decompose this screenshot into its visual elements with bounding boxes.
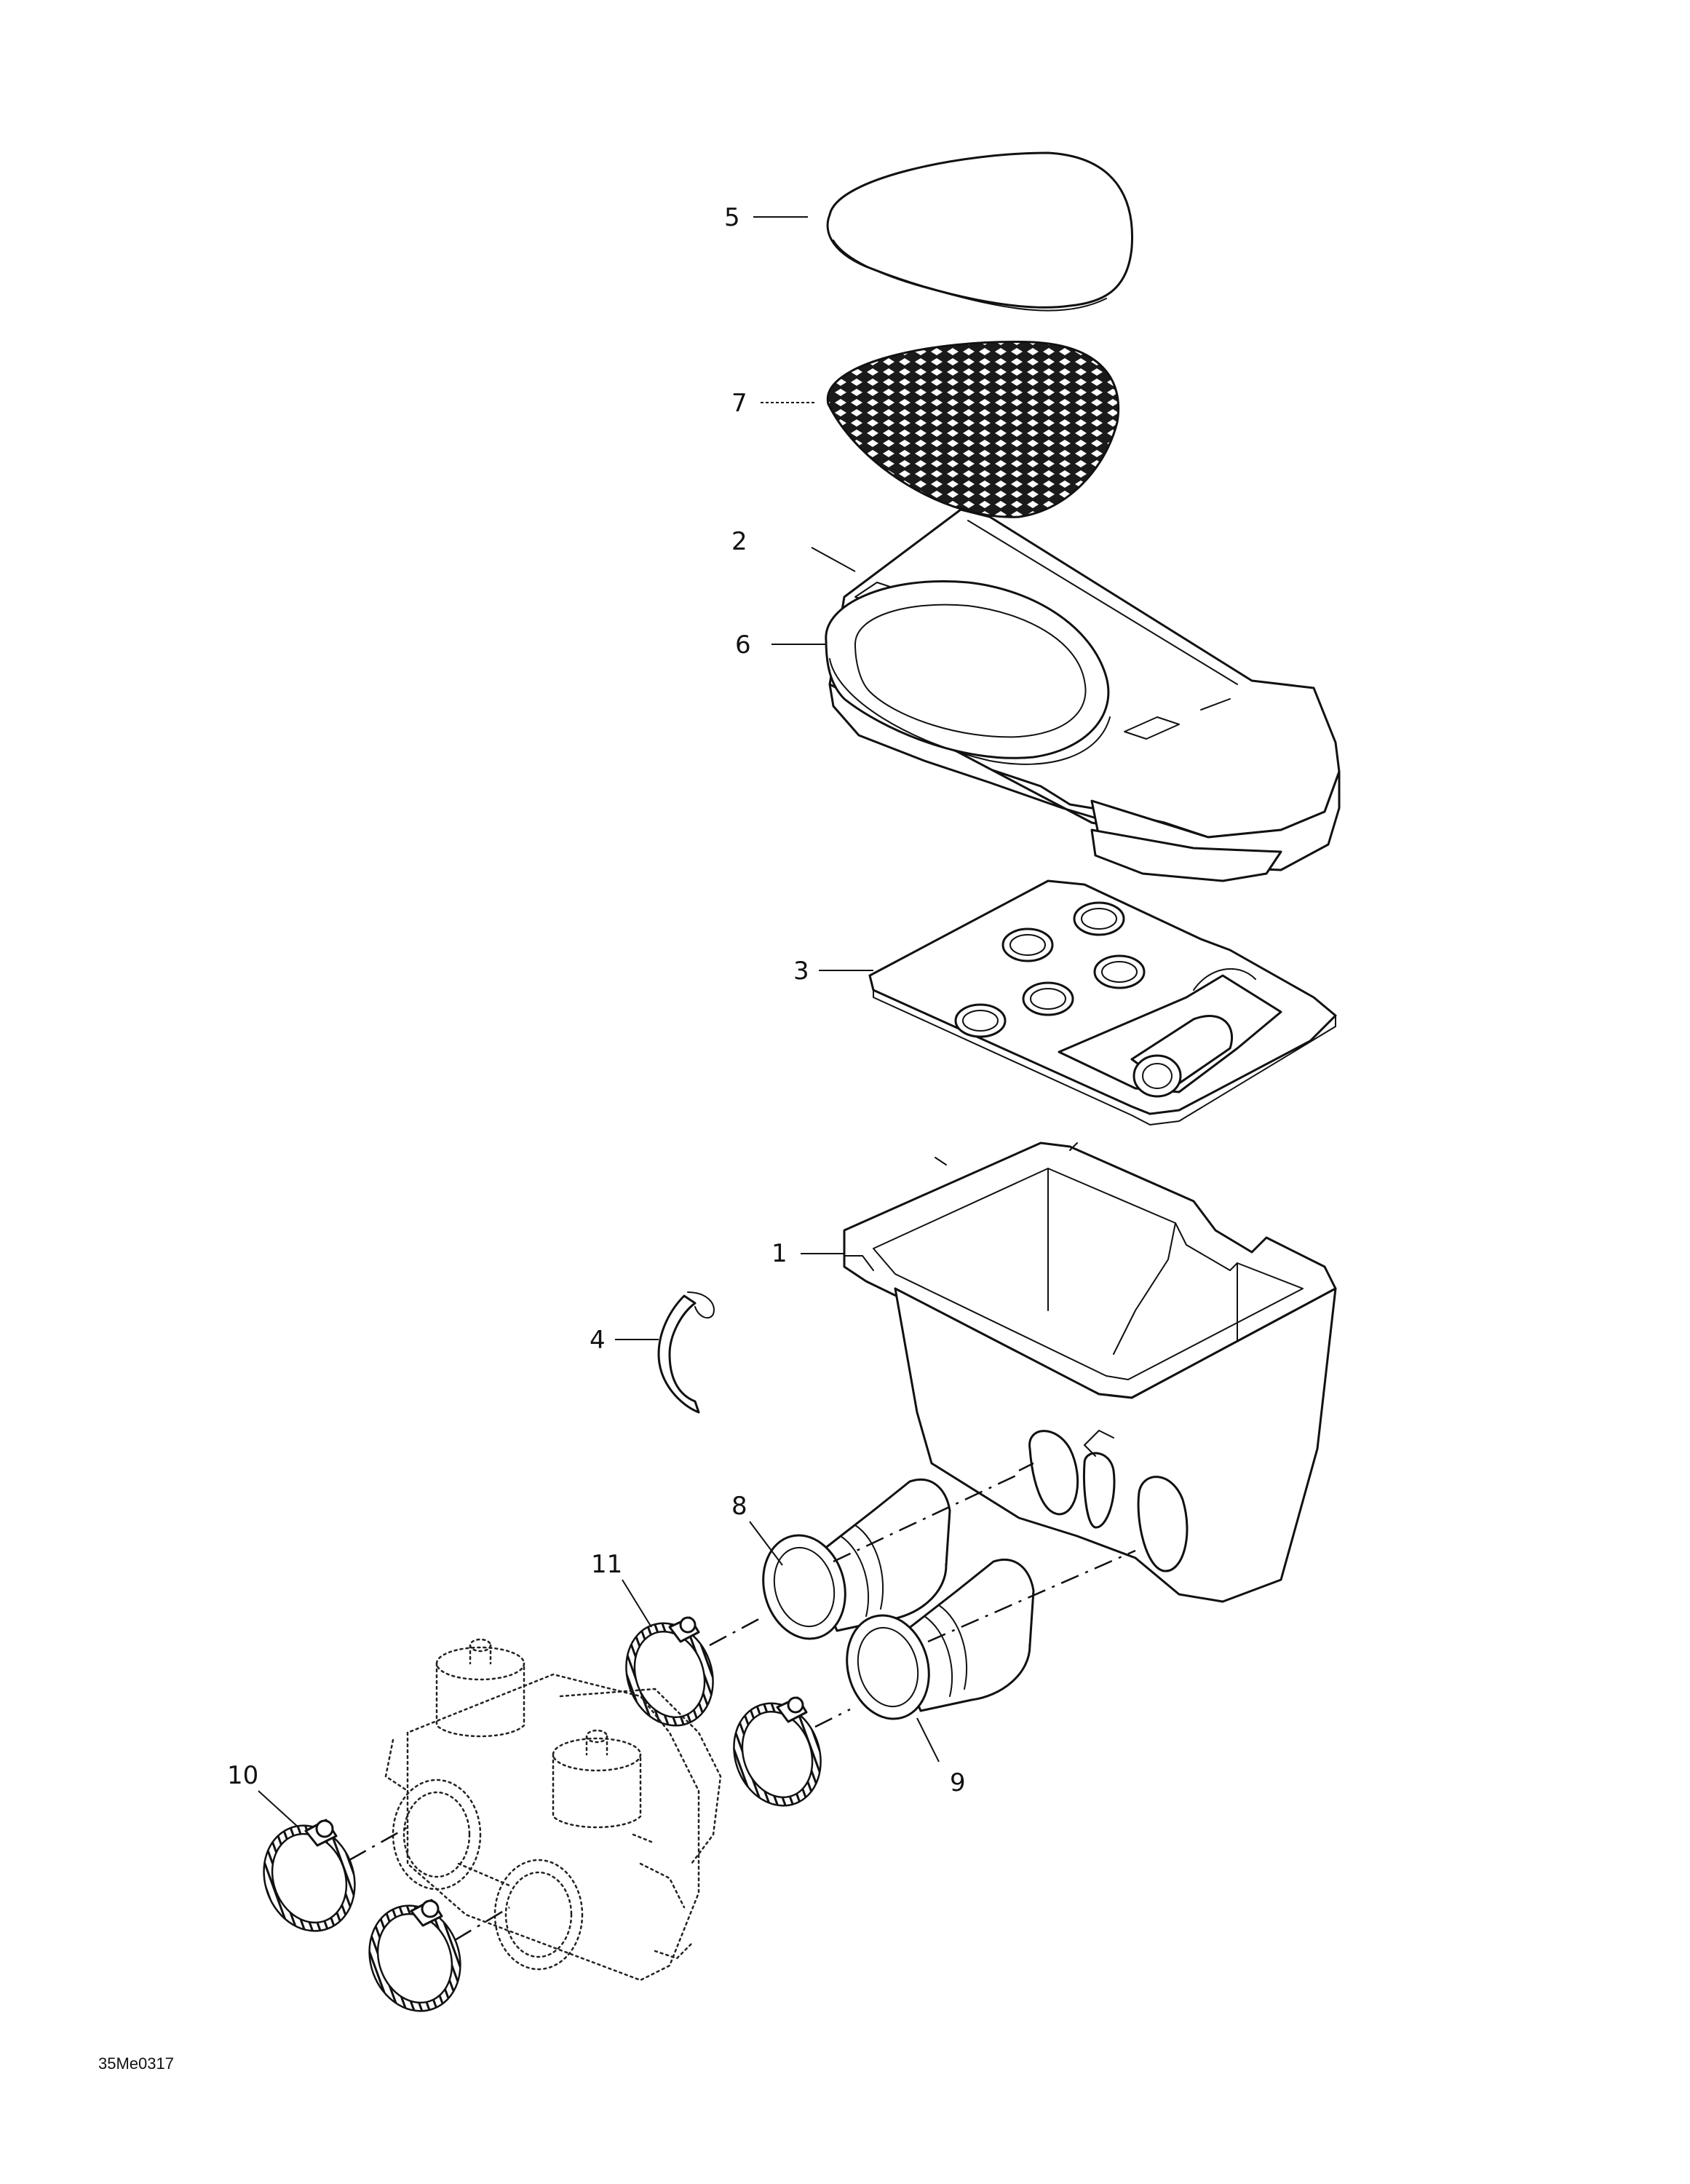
hose-clamp-part-11	[733, 1696, 822, 1807]
filter-foam-part-5	[826, 151, 1134, 312]
callout-1: 1	[771, 1239, 788, 1268]
intake-adapter-part-8	[762, 1478, 951, 1640]
callout-4: 4	[590, 1326, 606, 1355]
carburetor-reference	[384, 1638, 722, 1982]
callout-2: 2	[731, 527, 747, 556]
callout-11: 11	[591, 1550, 622, 1579]
drawing-code: 35Me0317	[98, 2054, 174, 2073]
mesh-screen-part-7	[826, 341, 1120, 518]
callout-6: 6	[735, 630, 751, 660]
assembly-axes	[349, 1462, 1136, 1942]
retaining-clip-part-4	[657, 1291, 715, 1414]
intake-adapter-part-9	[846, 1558, 1035, 1720]
airbox-body-part-1	[843, 1142, 1337, 1603]
callout-9: 9	[950, 1768, 966, 1797]
hose-clamp-part-10	[368, 1899, 461, 2012]
callout-7: 7	[731, 389, 747, 418]
plate-ring	[1001, 927, 1054, 962]
callout-5: 5	[724, 203, 740, 232]
plate-ring	[1073, 901, 1125, 936]
callout-3: 3	[793, 957, 809, 986]
plate-ring	[954, 1003, 1007, 1038]
plate-ring	[1093, 954, 1146, 989]
base-plate-part-3	[868, 879, 1337, 1125]
callout-8: 8	[731, 1492, 747, 1521]
hose-clamp-part-11	[625, 1616, 714, 1727]
callout-10: 10	[227, 1761, 258, 1790]
hose-clamp-part-10	[263, 1819, 356, 1932]
leader-lines	[258, 216, 940, 1828]
plate-ring	[1022, 981, 1074, 1016]
gasket-ring-part-6	[825, 579, 1111, 765]
